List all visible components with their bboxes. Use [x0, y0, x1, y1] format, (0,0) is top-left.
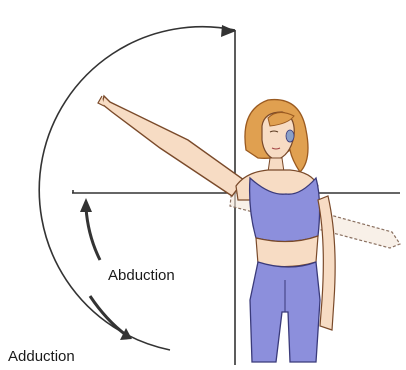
abduction-label: Abduction [108, 267, 175, 284]
adduction-arrow-icon [90, 296, 132, 340]
top-arc-arrow-icon [221, 25, 236, 37]
woman-figure [98, 96, 335, 362]
adduction-label: Adduction [8, 348, 75, 365]
range-of-motion-circle [39, 27, 400, 365]
raised-arm [102, 96, 244, 196]
abduction-arrow-icon [80, 198, 100, 260]
